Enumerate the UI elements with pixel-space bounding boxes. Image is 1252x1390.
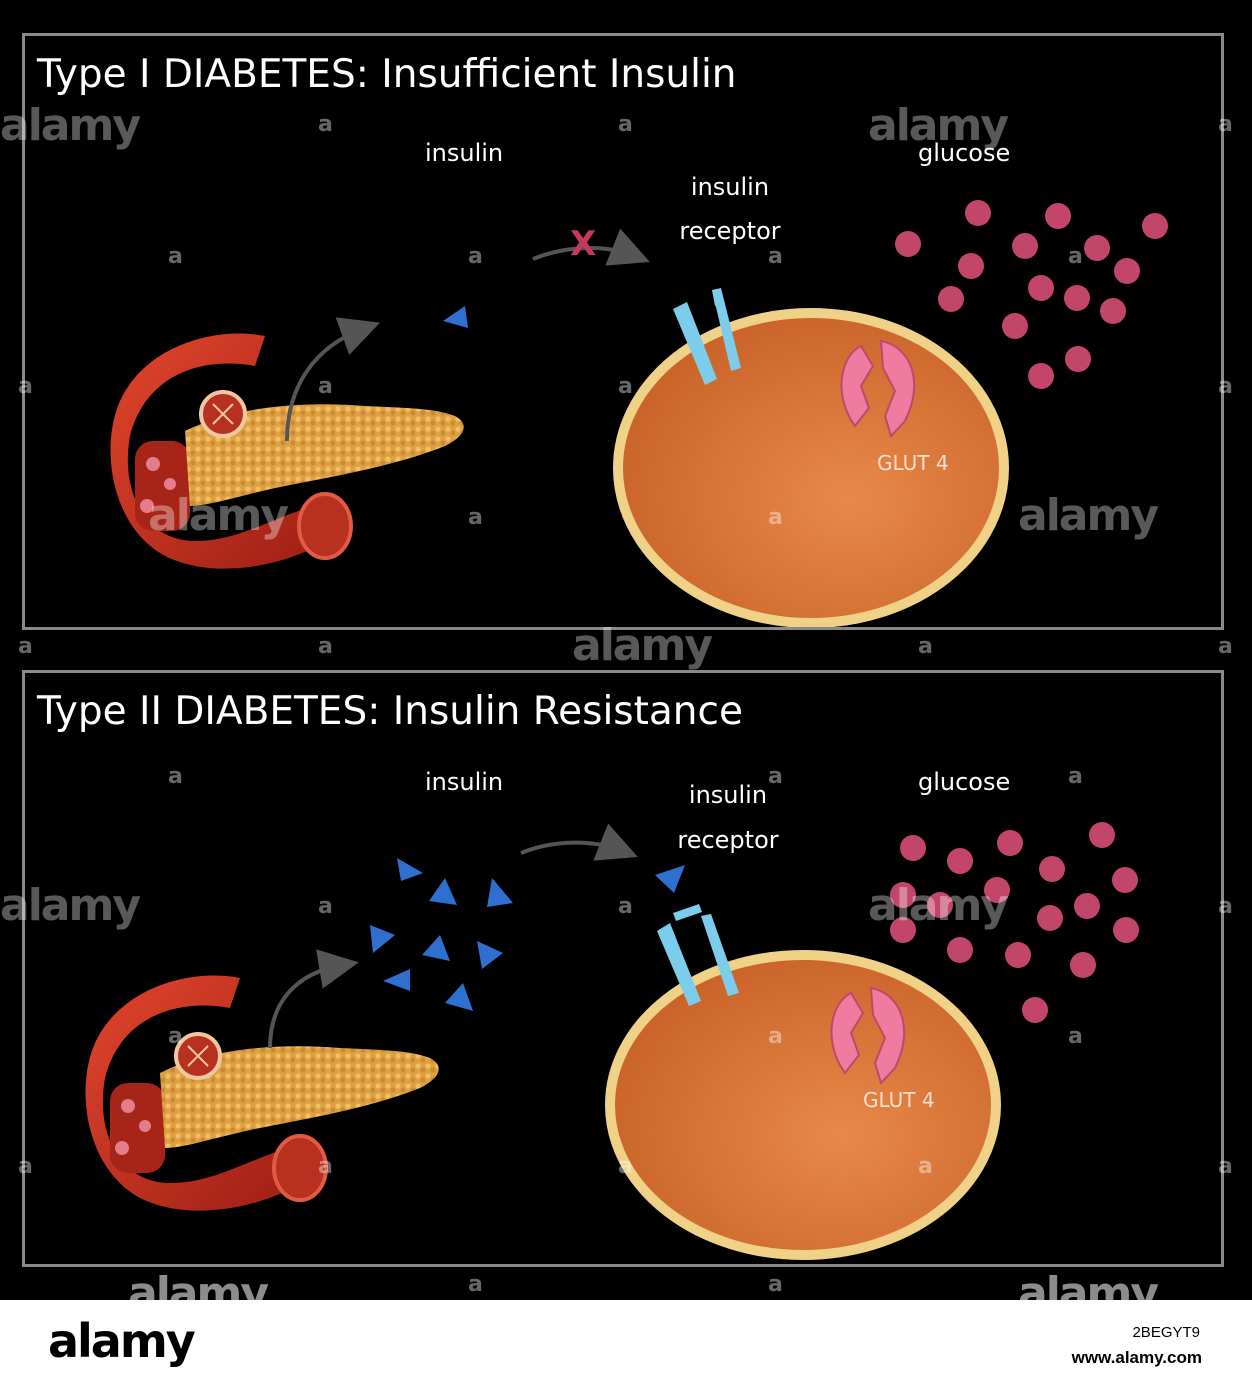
type1-title: Type I DIABETES: Insufficient Insulin xyxy=(37,52,737,97)
insulin-label: insulin xyxy=(425,139,504,167)
binding-arrow xyxy=(532,228,650,266)
secretion-arrow xyxy=(285,317,381,442)
insulin-molecules xyxy=(370,858,513,1011)
type1-panel: Type I DIABETES: Insufficient Insulin xyxy=(22,33,1224,630)
binding-arrow xyxy=(520,823,638,861)
glut4-transporter xyxy=(840,339,915,438)
watermark-mark: a xyxy=(768,1272,783,1297)
glut4-label: GLUT 4 xyxy=(877,451,949,475)
glut4-label: GLUT 4 xyxy=(863,1088,935,1112)
alamy-logo: alamy xyxy=(48,1314,196,1368)
image-id: 2BEGYT9 xyxy=(1132,1324,1200,1341)
type2-panel: Type II DIABETES: Insulin Resistance xyxy=(22,670,1224,1267)
footer-bar: alamy 2BEGYT9 www.alamy.com xyxy=(0,1300,1252,1390)
insulin-receptor xyxy=(657,904,739,1006)
pancreas-body xyxy=(160,1046,439,1148)
watermark-strip: alamy alamy a a xyxy=(0,1268,1252,1300)
pancreas-illustration xyxy=(110,333,464,569)
glucose-label: glucose xyxy=(918,768,1011,796)
watermark-mark: a xyxy=(468,1272,483,1297)
bound-insulin-molecule xyxy=(655,865,685,893)
watermark-text: alamy xyxy=(1018,1268,1159,1300)
duodenum-opening xyxy=(297,492,353,560)
glucose-cluster xyxy=(895,200,1168,389)
glucose-label: glucose xyxy=(918,139,1011,167)
watermark-text: alamy xyxy=(128,1268,269,1300)
blocked-x-mark: X xyxy=(570,224,597,264)
receptor-label-line2: receptor xyxy=(679,217,781,245)
glucose-cluster xyxy=(890,822,1139,1023)
insulin-molecule xyxy=(443,306,468,328)
watermark-mark: a xyxy=(918,634,933,659)
duodenum-opening xyxy=(272,1134,328,1202)
glut4-transporter xyxy=(830,986,905,1085)
receptor-label-line1: insulin xyxy=(688,781,768,809)
muscle-cell xyxy=(605,950,1001,1260)
secretion-arrow xyxy=(268,949,359,1049)
duodenum-cutaway xyxy=(135,441,190,531)
receptor-label-line2: receptor xyxy=(677,826,779,854)
pancreas-illustration xyxy=(85,975,439,1211)
site-url: www.alamy.com xyxy=(1071,1348,1202,1367)
receptor-label-line1: insulin xyxy=(690,173,770,201)
type2-illustration xyxy=(85,822,1139,1260)
pancreas-body xyxy=(185,404,464,506)
type2-title: Type II DIABETES: Insulin Resistance xyxy=(37,689,743,734)
watermark-mark: a xyxy=(318,634,333,659)
duodenum-cutaway xyxy=(110,1083,165,1173)
insulin-receptor xyxy=(673,288,741,385)
watermark-mark: a xyxy=(1218,634,1233,659)
type1-illustration xyxy=(110,200,1168,627)
insulin-label: insulin xyxy=(425,768,504,796)
watermark-mark: a xyxy=(18,634,33,659)
cell-membrane xyxy=(605,950,1001,1260)
